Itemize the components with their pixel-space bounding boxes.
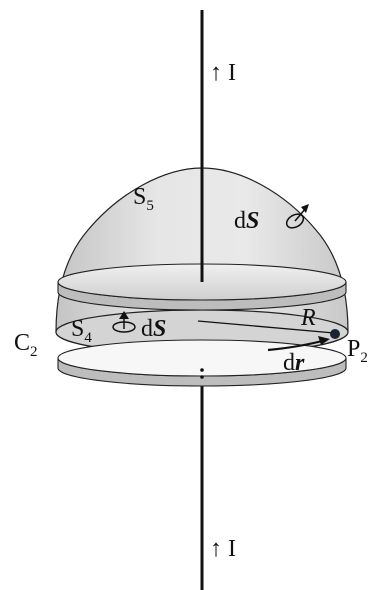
disk-dS-icon (112, 311, 136, 333)
cap-dS-icon (285, 204, 309, 229)
cap-dS-label: dS (234, 208, 259, 234)
radius-line (197, 320, 335, 334)
dr-arrowhead (318, 336, 330, 345)
current-label-bottom: ↑ I (210, 536, 236, 562)
point-p2-label: P2 (347, 336, 368, 366)
current-arrow: ↑ (210, 60, 222, 86)
current-arrow: ↑ (210, 536, 222, 562)
curve-c2-label: C2 (14, 330, 38, 360)
surface-s5-label: S5 (133, 184, 154, 214)
disk-dS-label: dS (141, 316, 166, 342)
point-p2 (330, 329, 340, 339)
radius-label: R (300, 305, 316, 331)
surface-s4-label: S4 (71, 316, 92, 346)
center-mark (200, 368, 204, 372)
center-mark (200, 375, 204, 379)
current-label: I (228, 536, 236, 562)
current-label: I (228, 60, 236, 86)
current-label-top: ↑ I (210, 60, 236, 86)
line-element-label: dr (283, 350, 305, 376)
